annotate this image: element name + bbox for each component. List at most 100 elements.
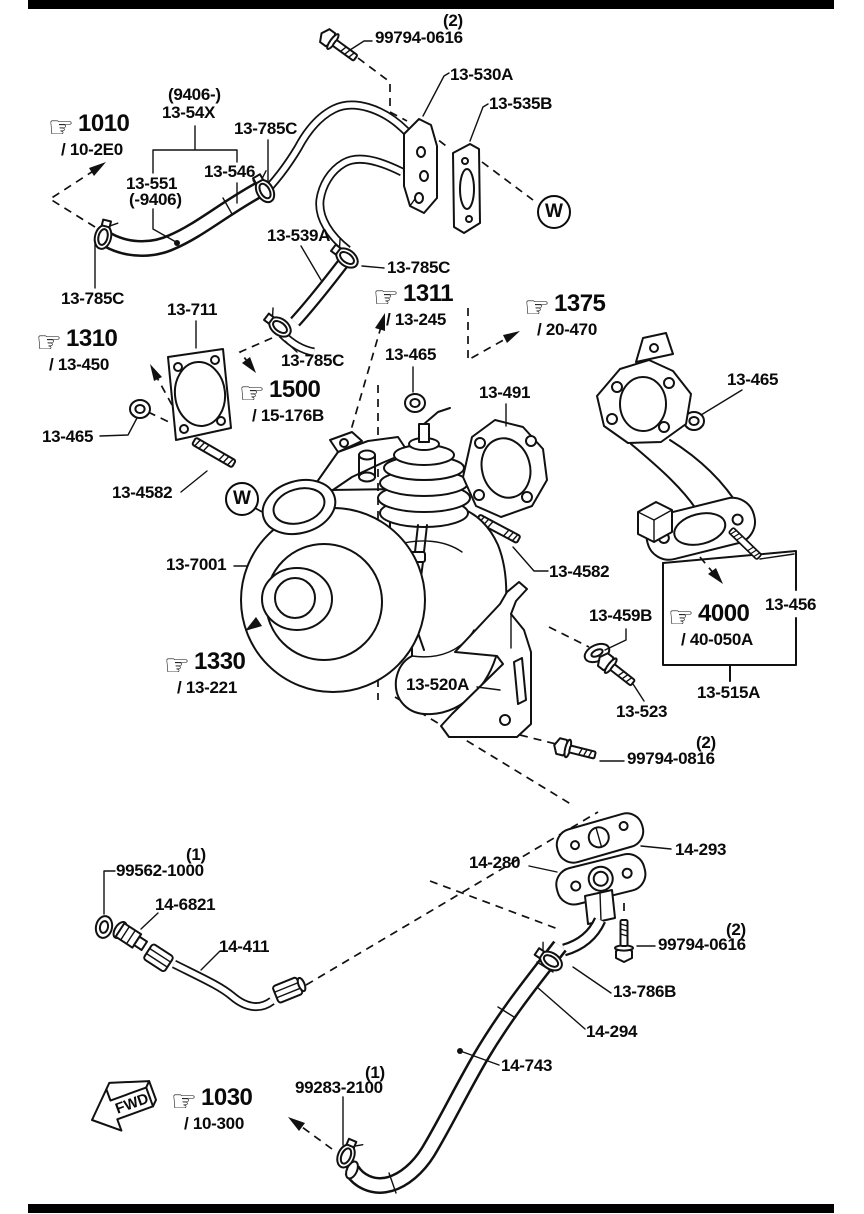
ref-1010-number: 1010 [78,110,130,137]
gasket-13-535B [452,143,481,234]
hose-13-539A [278,258,350,357]
label-13-786B: 13-786B [613,982,677,1001]
ref-1500: ☞1500 / 15-176B [239,376,324,426]
label-14-280: 14-280 [469,853,521,872]
oil-pipe-14-411 [92,913,307,1012]
ref-1330-catalog-ref: / 13-221 [177,678,237,697]
qty-99794-0816: (2) [696,733,716,752]
leader-lines [94,40,795,1146]
flange-13-530A [403,118,438,214]
bottom-border-bar [28,1204,834,1213]
label-13-785C-top: 13-785C [234,119,298,138]
clamp-13-785C-low [260,306,298,342]
turbocharger-13-7001 [240,407,508,716]
qty-99562-1000: (1) [186,845,206,864]
bolt-99794-0616-bottom [614,919,634,963]
ref-1310-catalog-ref: / 13-450 [49,355,109,374]
water-symbol-mid: W [225,482,259,516]
pointing-hand-icon: ☞ [48,112,74,144]
downpipe-assembly [596,332,763,561]
label-13-54X: 13-54X [162,103,216,122]
ref-1030: ☞1030/ 10-300 [171,1084,253,1134]
note-9406-onward: (9406-) [168,85,221,104]
water-symbol-top: W [537,195,571,229]
label-13-491: 13-491 [479,383,531,402]
label-13-711: 13-711 [167,300,218,319]
ref-1375-number: 1375 [554,290,606,317]
ref-1010-catalog-ref: / 10-2E0 [61,140,123,159]
fwd-arrow-icon: FWD [91,1080,157,1132]
ref-1375: ☞1375 / 20-470 [524,290,606,340]
reference-arrowheads [89,162,723,1131]
top-border-bar [28,0,834,9]
label-13-551: 13-551 [126,174,178,193]
ref-1375-catalog-ref: / 20-470 [537,320,597,339]
label-13-523: 13-523 [616,702,668,721]
label-99794-0816: 99794-0816 [627,749,715,768]
turbo-water-pipes [257,100,412,254]
ref-1310-number: 1310 [66,325,118,352]
flange-14-280 [555,853,647,957]
turbo-inlet-port [261,479,337,535]
label-13-546: 13-546 [204,162,256,181]
label-99562-1000: 99562-1000 [116,861,204,880]
fitting-14-6821 [112,920,149,951]
pointing-hand-icon: ☞ [171,1086,197,1118]
label-13-520A: 13-520A [406,675,470,694]
ref-1310: ☞1310 / 13-450 [36,325,118,375]
note-9406-before: (-9406) [129,190,182,209]
pointing-hand-icon: ☞ [668,602,694,634]
label-13-465-center: 13-465 [385,345,437,364]
label-13-459B: 13-459B [589,606,653,625]
pointing-hand-icon: ☞ [524,292,550,324]
bolt-99794-0816 [551,735,599,765]
gasket-14-293 [555,812,645,864]
gasket-13-711 [167,348,232,441]
ref-4000-number: 4000 [698,600,750,627]
label-99794-0616-top: 99794-0616 [375,28,463,47]
label-13-4582-right: 13-4582 [549,562,610,581]
label-14-294: 14-294 [586,1022,638,1041]
label-13-530A: 13-530A [450,65,514,84]
qty-99794-0616-top: (2) [443,11,463,30]
pointing-hand-icon: ☞ [239,378,265,410]
label-13-785C-left: 13-785C [61,289,125,308]
label-99283-2100: 99283-2100 [295,1078,383,1097]
ref-1330-number: 1330 [194,648,246,675]
ref-1010: ☞1010 / 10-2E0 [48,110,130,160]
label-13-539A: 13-539A [267,226,331,245]
label-13-456: 13-456 [765,595,817,614]
pointing-hand-icon: ☞ [164,650,190,682]
ref-1311-number: 1311 [403,280,454,307]
label-13-465-left: 13-465 [42,427,94,446]
ref-1500-catalog-ref: / 15-176B [252,406,324,425]
nut-13-465-center [404,393,426,413]
union-nut-2 [272,976,307,1004]
bracket-13-520A [440,581,532,738]
label-13-7001: 13-7001 [166,555,227,574]
label-13-785C-mid: 13-785C [387,258,451,277]
ref-1311: ☞1311 / 13-245 [373,280,454,330]
ref-1030-number: 1030 [201,1084,253,1111]
label-13-465-right: 13-465 [727,370,779,389]
section-4000-box [662,550,797,682]
label-14-293: 14-293 [675,840,727,859]
label-99794-0616-bottom: 99794-0616 [658,935,746,954]
parts-artwork: FWD [91,25,763,1194]
label-13-515A: 13-515A [697,683,761,702]
qty-99794-0616-bottom: (2) [726,920,746,939]
pointing-hand-icon: ☞ [36,327,62,359]
nut-13-465-left [129,399,151,419]
ref-1500-number: 1500 [269,376,321,403]
label-13-4582-left: 13-4582 [112,483,173,502]
bolt-13-523 [593,648,640,692]
pointing-hand-icon: ☞ [373,282,399,314]
bolt-99794-0616-top [315,25,362,67]
washer-99562-1000 [92,913,116,941]
label-13-535B: 13-535B [489,94,553,113]
ref-1330: ☞1330 / 13-221 [164,648,246,698]
stud-13-4582-left [191,436,237,469]
ref-1311-catalog-ref: / 13-245 [386,310,446,329]
